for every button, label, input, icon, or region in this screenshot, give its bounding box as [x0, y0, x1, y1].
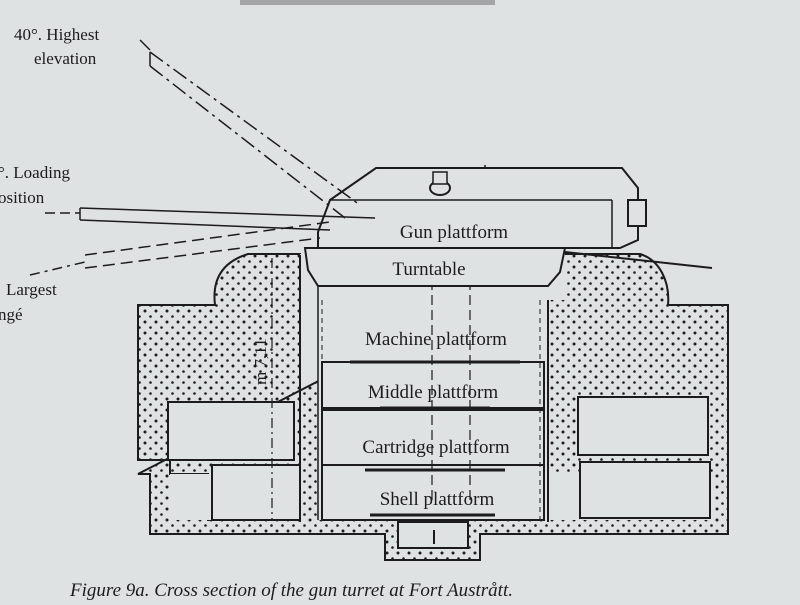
- highest-leader: [139, 39, 151, 51]
- gun-turret-housing: [317, 167, 639, 249]
- barrel-highest-top: [149, 51, 361, 206]
- loading-position-label-line1: °. Loading: [0, 163, 70, 182]
- barrel-loading-top: [79, 207, 376, 219]
- loading-position-label-line2: osition: [0, 188, 45, 207]
- left-upper-chamber: [167, 401, 295, 461]
- shell-platform-label: Shell plattform: [380, 489, 495, 510]
- barrel-range-bottom: [84, 237, 321, 269]
- barrel-highest-bottom: [149, 65, 346, 219]
- highest-elevation-label-line1: 40°. Highest: [14, 25, 99, 44]
- right-lower-chamber: [579, 461, 711, 519]
- barrel-loading-bottom: [79, 219, 331, 231]
- depth-dimension-label: ḿ 7,11: [251, 338, 270, 385]
- middle-platform-label: Middle plattform: [368, 382, 499, 403]
- largest-range-label-line1: Largest: [6, 280, 57, 299]
- periscope: [432, 171, 448, 185]
- cartridge-platform-label: Cartridge plattform: [362, 437, 509, 458]
- largest-range-label-line2: ngé: [0, 305, 23, 324]
- turntable-label: Turntable: [392, 259, 465, 280]
- figure-caption: Figure 9a. Cross section of the gun turr…: [69, 580, 513, 600]
- highest-elevation-label-line2: elevation: [34, 49, 97, 68]
- bleed-text-top: [240, 0, 495, 5]
- range-leader: [29, 261, 86, 276]
- shell-platform-box: [321, 464, 545, 521]
- gun-platform-label: Gun plattform: [400, 222, 508, 243]
- left-lower-chamber: [211, 464, 301, 521]
- right-upper-chamber: [577, 396, 709, 456]
- turret-hatch: [627, 199, 647, 227]
- barrel-range-top: [84, 221, 331, 256]
- machine-platform-label: Machine plattform: [365, 329, 507, 350]
- ground-line: [564, 251, 713, 269]
